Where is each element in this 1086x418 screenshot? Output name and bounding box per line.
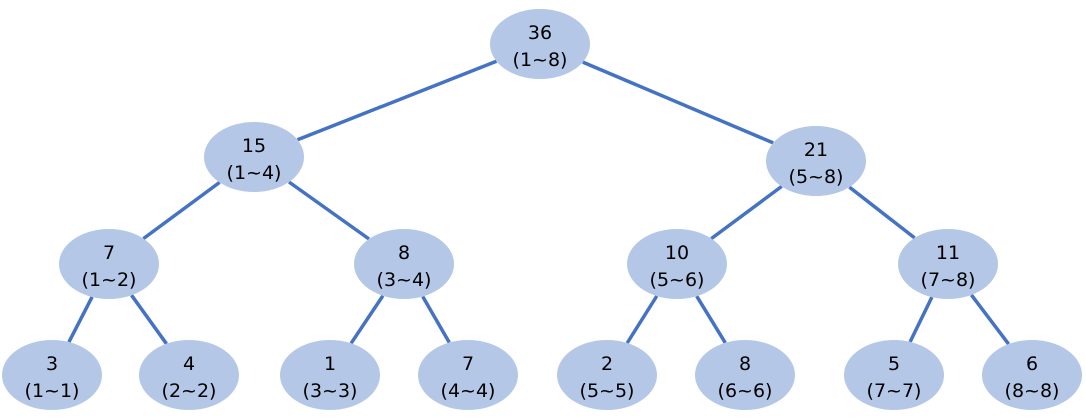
node-ellipse — [280, 340, 380, 410]
node-ellipse — [982, 340, 1082, 410]
node-range-label: (1~8) — [513, 49, 568, 71]
node-range-label: (3~4) — [377, 269, 432, 291]
node-range-label: (5~8) — [789, 166, 844, 188]
node-range-label: (7~7) — [867, 380, 922, 402]
node-range-label: (1~2) — [82, 269, 137, 291]
node-ellipse — [766, 126, 866, 196]
tree-node: 5 (7~7) — [844, 340, 944, 410]
node-sum-label: 8 — [398, 242, 410, 264]
tree-node: 2 (5~5) — [557, 340, 657, 410]
node-ellipse — [844, 340, 944, 410]
node-sum-label: 3 — [46, 353, 58, 375]
tree-node: 7 (4~4) — [418, 340, 518, 410]
edge-n2-n4 — [142, 180, 221, 241]
edges-layer — [67, 59, 1010, 346]
edge-n4-n9 — [130, 294, 168, 345]
node-range-label: (2~2) — [162, 380, 217, 402]
node-sum-label: 1 — [324, 353, 336, 375]
tree-node: 36 (1~8) — [490, 9, 590, 79]
tree-node: 6 (8~8) — [982, 340, 1082, 410]
node-range-label: (1~1) — [25, 380, 80, 402]
tree-node: 7 (1~2) — [59, 229, 159, 299]
node-sum-label: 11 — [936, 242, 960, 264]
node-ellipse — [139, 340, 239, 410]
edge-n2-n5 — [287, 180, 371, 241]
edge-n6-n12 — [625, 295, 659, 344]
edge-n3-n7 — [848, 185, 916, 240]
tree-node: 10 (5~6) — [627, 229, 727, 299]
edge-n7-n14 — [908, 296, 934, 343]
node-range-label: (3~3) — [303, 380, 358, 402]
tree-node: 4 (2~2) — [139, 340, 239, 410]
node-range-label: (1~4) — [227, 162, 282, 184]
edge-n4-n8 — [67, 296, 94, 343]
node-sum-label: 21 — [804, 139, 828, 161]
tree-node: 8 (6~6) — [695, 340, 795, 410]
node-ellipse — [898, 229, 998, 299]
node-sum-label: 7 — [103, 242, 115, 264]
tree-node: 21 (5~8) — [766, 126, 866, 196]
node-sum-label: 8 — [739, 353, 751, 375]
node-sum-label: 10 — [665, 242, 689, 264]
tree-node: 3 (1~1) — [2, 340, 102, 410]
node-sum-label: 7 — [462, 353, 474, 375]
edge-n1-n2 — [296, 59, 498, 142]
node-range-label: (5~6) — [650, 269, 705, 291]
node-ellipse — [59, 229, 159, 299]
tree-node: 1 (3~3) — [280, 340, 380, 410]
node-sum-label: 5 — [888, 353, 900, 375]
node-sum-label: 36 — [528, 22, 552, 44]
node-ellipse — [354, 229, 454, 299]
node-range-label: (6~6) — [718, 380, 773, 402]
node-ellipse — [490, 9, 590, 79]
node-ellipse — [2, 340, 102, 410]
node-range-label: (5~5) — [580, 380, 635, 402]
edge-n7-n15 — [970, 293, 1010, 346]
edge-n6-n13 — [695, 295, 727, 344]
node-range-label: (7~8) — [921, 269, 976, 291]
node-sum-label: 6 — [1026, 353, 1038, 375]
node-range-label: (8~8) — [1005, 380, 1060, 402]
node-sum-label: 4 — [183, 353, 195, 375]
node-sum-label: 15 — [242, 135, 266, 157]
nodes-layer: 36(1~8)15(1~4)21(5~8)7(1~2)8(3~4)10(5~6)… — [2, 9, 1082, 410]
edge-n5-n11 — [421, 295, 451, 344]
edge-n5-n10 — [349, 294, 385, 345]
node-range-label: (4~4) — [441, 380, 496, 402]
tree-node: 8 (3~4) — [354, 229, 454, 299]
edge-n1-n3 — [582, 60, 774, 145]
node-ellipse — [627, 229, 727, 299]
node-ellipse — [204, 122, 304, 192]
node-sum-label: 2 — [601, 353, 613, 375]
node-ellipse — [418, 340, 518, 410]
tree-node: 15 (1~4) — [204, 122, 304, 192]
edge-n3-n6 — [710, 184, 783, 241]
tree-node: 11 (7~8) — [898, 229, 998, 299]
node-ellipse — [557, 340, 657, 410]
node-ellipse — [695, 340, 795, 410]
